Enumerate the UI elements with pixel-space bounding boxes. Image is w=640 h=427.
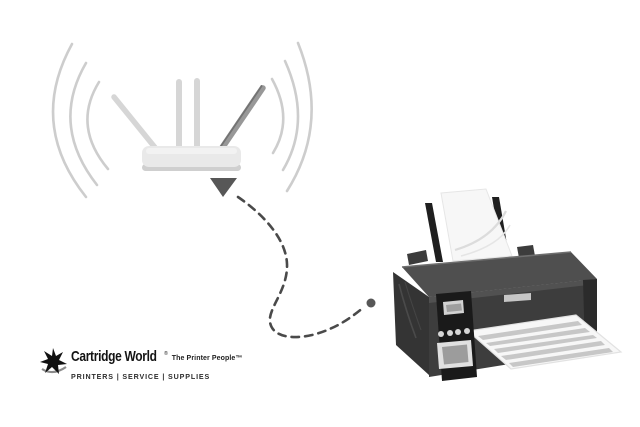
input-paper-sheen [454,210,507,252]
cartridge-world-logo: Cartridge World ® The Printer People™ PR… [40,348,253,381]
router-icon [111,78,266,171]
panel-button [464,328,470,334]
printed-line [509,348,613,367]
router-antenna-right [218,85,266,153]
printed-line [494,335,597,353]
brand-name: Cartridge World [71,348,157,365]
panel-screen [442,344,469,365]
logo-swoosh [41,366,67,374]
connection-endpoint-dot [366,298,376,308]
wifi-arc-inner [270,77,285,155]
printer-lid-tab-left [407,250,428,265]
wifi-waves-right-icon [270,41,313,193]
connection-group [210,178,376,339]
printer-lid-back-highlight [401,251,572,268]
printer-control-panel [436,291,477,381]
router-antenna-left [111,94,160,153]
left-side-sheen [404,281,422,331]
registered-mark: ® [164,351,168,357]
panel-button [455,329,461,335]
wifi-arc-outer [285,41,313,193]
brand-tagline: The Printer People™ [171,355,243,362]
left-side-sheen [398,283,417,339]
printed-line [501,341,605,360]
panel-button [447,330,453,336]
router-antenna-right-edge [218,85,263,149]
connection-dashed-line [236,195,366,339]
starburst-logo-icon [40,348,67,374]
printer-input-rail-left [425,203,443,262]
connection-arrowhead-icon [210,178,237,197]
wifi-waves-left-icon [51,42,110,199]
printer-output-paper [466,314,623,370]
panel-button [438,331,444,337]
panel-display-screen [446,303,462,312]
wifi-arc-middle [281,59,300,172]
printer-handle-slot [504,293,531,302]
wifi-arc-inner [86,80,110,171]
logo-star [40,348,67,374]
printer-input-paper [440,188,513,262]
wifi-arc-middle [69,61,99,187]
printed-line [486,328,590,346]
wifi-arc-outer [51,42,88,199]
input-paper-sheen [460,224,511,257]
printer-icon [393,188,623,381]
printed-line [478,321,582,340]
printer-lid-tab-right [517,245,535,258]
router-body-highlight [146,148,237,154]
services-line: PRINTERS | SERVICE | SUPPLIES [71,372,211,381]
